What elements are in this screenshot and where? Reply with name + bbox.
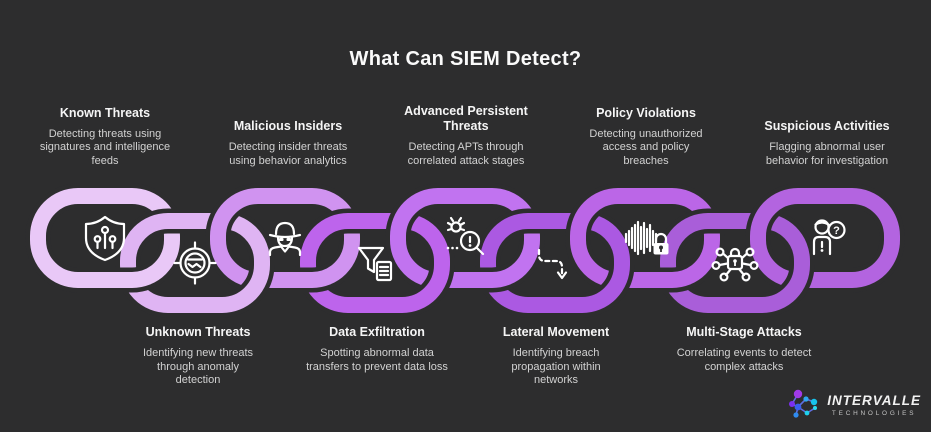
waveform-lock-icon [624,220,669,256]
bug-magnifier-icon [446,216,485,256]
category-suspicious-activities: Suspicious Activities Flagging abnormal … [742,88,912,168]
dashed-arrow-icon [537,248,568,280]
category-description: Detecting unauthorized access and policy… [589,127,703,167]
funnel-document-icon [357,246,393,282]
category-heading: Lateral Movement [502,325,610,339]
category-policy-violations: Policy Violations Detecting unauthorized… [561,88,731,168]
category-heading: Known Threats [59,105,151,120]
svg-text:?: ? [833,225,840,237]
category-heading: Malicious Insiders [233,119,343,133]
intervalle-logo: INTERVALLE TECHNOLOGIES [784,387,921,423]
category-heading: Data Exfiltration [329,325,425,339]
chain-link-suspicious-activities [745,183,905,293]
category-description: Detecting insider threats using behavior… [228,141,348,167]
chain-weave-patch [601,256,635,304]
chain-link-policy-violations [565,183,725,293]
category-description: Identifying breach propagation within ne… [511,347,601,386]
network-lock-icon [711,247,759,282]
page-title: What Can SIEM Detect? [349,48,582,70]
category-description: Spotting abnormal data transfers to prev… [306,347,448,373]
category-description: Detecting threats using signatures and i… [39,127,171,167]
category-heading: Advanced Persistent Threats [404,104,528,133]
chain-link-known-threats [25,183,185,293]
spy-crosshair-icon [173,241,217,285]
category-data-exfiltration: Data Exfiltration Spotting abnormal data… [292,325,462,374]
category-multi-stage-attacks: Multi-Stage Attacks Correlating events t… [659,325,829,374]
category-heading: Multi-Stage Attacks [686,325,802,339]
chain-weave-patch [241,256,275,304]
category-description: Detecting APTs through correlated attack… [407,141,525,167]
chain-weave-patch [421,256,455,304]
user-question-icon: ? [812,219,846,256]
shield-circuit-icon [84,215,126,262]
category-lateral-movement: Lateral Movement Identifying breach prop… [471,325,641,388]
intervalle-logo-mark [789,389,818,418]
category-heading: Policy Violations [596,105,696,120]
category-advanced-persistent-threats: Advanced Persistent Threats Detecting AP… [381,88,551,168]
chain-weave-patch [781,256,815,304]
category-description: Correlating events to detect complex att… [676,347,812,373]
category-known-threats: Known Threats Detecting threats using si… [20,88,190,168]
category-heading: Suspicious Activities [764,119,890,133]
chain-link-malicious-insiders [205,183,365,293]
category-description: Identifying new threats through anomaly … [142,347,254,386]
spy-hat-icon [268,221,302,257]
category-malicious-insiders: Malicious Insiders Detecting insider thr… [203,88,373,168]
logo-subtitle: TECHNOLOGIES [831,410,917,418]
category-unknown-threats: Unknown Threats Identifying new threats … [113,325,283,388]
category-description: Flagging abnormal user behavior for inve… [765,141,889,167]
logo-brand-name: INTERVALLE [827,392,921,408]
chain-link-advanced-persistent-threats [385,183,545,293]
category-heading: Unknown Threats [145,325,251,339]
